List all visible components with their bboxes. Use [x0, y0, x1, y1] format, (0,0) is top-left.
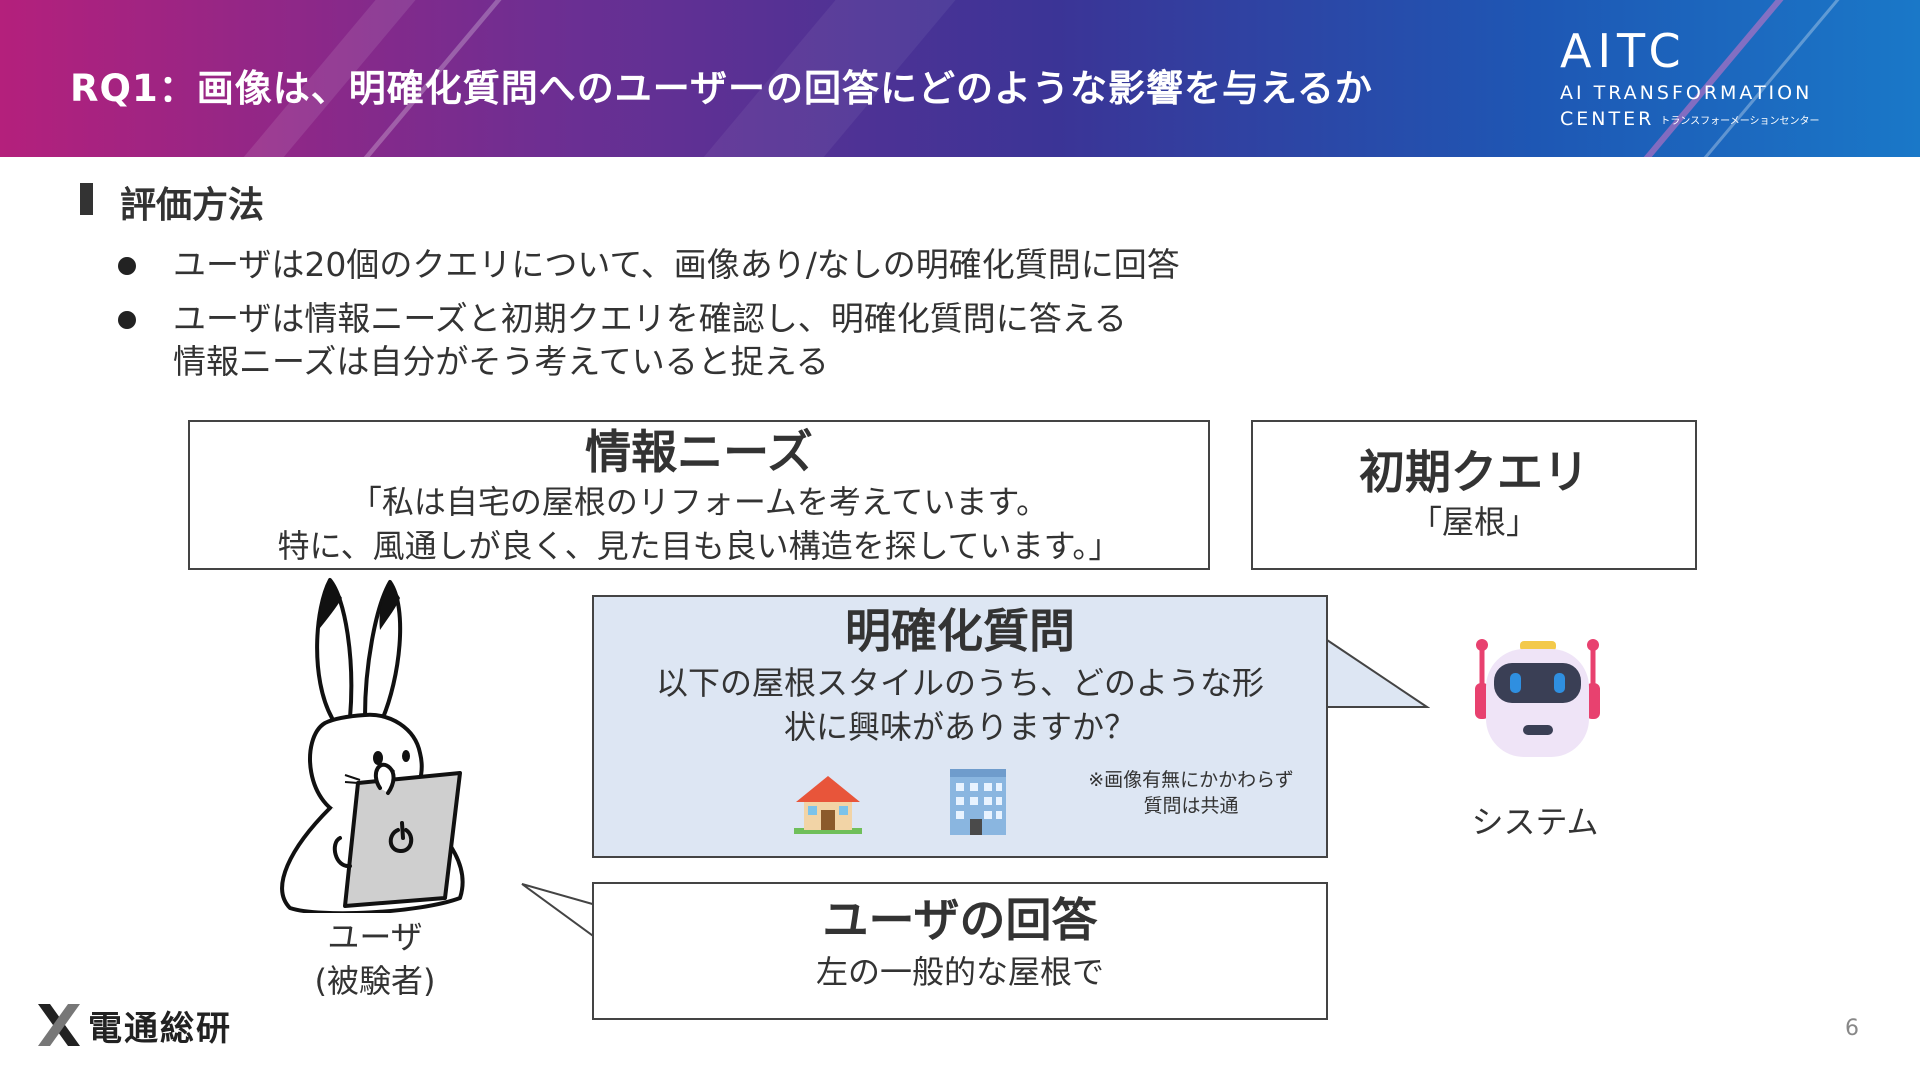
info-needs-line1: 「私は自宅の屋根のリフォームを考えています。: [349, 483, 1049, 521]
rabbit-with-tablet-illustration: [280, 578, 465, 913]
info-needs-box: 情報ニーズ 「私は自宅の屋根のリフォームを考えています。 特に、風通しが良く、見…: [188, 420, 1210, 570]
clarifying-question-box: 明確化質問 以下の屋根スタイルのうち、どのような形 状に興味がありますか？ ※画…: [592, 595, 1328, 858]
company-name: 電通総研: [88, 1008, 232, 1049]
logo-line2: CENTER トランスフォーメーションセンター: [1560, 108, 1900, 130]
section-title: 評価方法: [120, 185, 265, 226]
clarifying-question-line1: 以下の屋根スタイルのうち、どのような形: [655, 664, 1264, 702]
clarifying-question-note: ※画像有無にかかわらず 質問は共通: [1056, 767, 1326, 819]
office-building-icon: [950, 769, 1006, 835]
bullet-text: ユーザは情報ニーズと初期クエリを確認し、明確化質問に答える: [173, 299, 1127, 338]
note-line2: 質問は共通: [1143, 795, 1239, 817]
user-label-line1: ユーザ: [327, 918, 423, 956]
clarifying-question-line2: 状に興味がありますか？: [783, 708, 1136, 746]
house-icon: [794, 776, 862, 834]
robot-icon: [1475, 639, 1600, 757]
user-answer-box: ユーザの回答 左の一般的な屋根で: [592, 882, 1328, 1020]
clarifying-question-title: 明確化質問: [845, 604, 1075, 658]
bullet-dot-icon: [118, 311, 136, 329]
x-mark-icon: [38, 1004, 80, 1046]
info-needs-line2: 特に、風通しが良く、見た目も良い構造を探しています。」: [277, 527, 1121, 565]
page-number: 6: [1845, 1016, 1859, 1041]
system-label: システム: [1471, 803, 1599, 841]
user-answer-bubble: ユーザの回答 左の一般的な屋根で: [520, 880, 1332, 1020]
logo-line1: AI TRANSFORMATION: [1560, 82, 1813, 104]
initial-query-title: 初期クエリ: [1359, 445, 1589, 499]
user-answer-value: 左の一般的な屋根で: [815, 953, 1104, 991]
user-label: ユーザ (被験者): [290, 915, 460, 1003]
initial-query-value: 「屋根」: [1409, 503, 1538, 541]
user-label-line2: (被験者): [314, 962, 436, 1000]
company-logo: 電通総研: [36, 1000, 232, 1050]
info-needs-title: 情報ニーズ: [585, 425, 813, 479]
user-answer-title: ユーザの回答: [822, 893, 1098, 947]
logo-main-text: AITC: [1560, 24, 1687, 78]
clarifying-question-bubble: 明確化質問 以下の屋根スタイルのうち、どのような形 状に興味がありますか？ ※画…: [592, 595, 1430, 860]
logo-line2-kana: トランスフォーメーションセンター: [1660, 116, 1820, 127]
bullet-text-continued: 情報ニーズは自分がそう考えていると捉える: [173, 342, 829, 381]
bullet-dot-icon: [118, 257, 136, 275]
bullet-text: ユーザは20個のクエリについて、画像あり/なしの明確化質問に回答: [173, 245, 1180, 284]
logo-line2-text: CENTER: [1560, 108, 1655, 130]
aitc-logo: AITC AI TRANSFORMATION CENTER トランスフォーメーショ…: [1560, 26, 1900, 130]
note-line1: ※画像有無にかかわらず: [1088, 769, 1294, 791]
slide-title: RQ1：画像は、明確化質問へのユーザーの回答にどのような影響を与えるか: [70, 67, 1373, 110]
header-banner: RQ1：画像は、明確化質問へのユーザーの回答にどのような影響を与えるか AITC…: [0, 0, 1920, 157]
section-marker: [80, 183, 93, 215]
initial-query-box: 初期クエリ 「屋根」: [1251, 420, 1697, 570]
